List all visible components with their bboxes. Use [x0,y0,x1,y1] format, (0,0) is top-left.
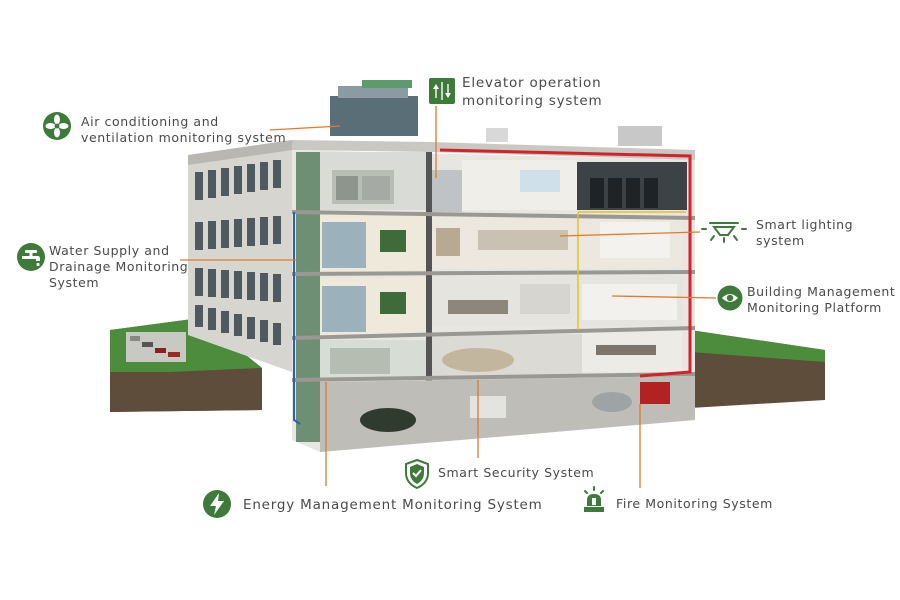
ground-right [690,330,825,408]
label-line: Elevator operation [462,75,602,91]
label-line: system [756,233,805,248]
label-line: ventilation monitoring system [81,130,287,145]
fan-icon [43,112,71,140]
label-line: Fire Monitoring System [616,496,773,511]
leader-lines [180,106,717,488]
label-security-system: Smart Security System [438,465,594,481]
label-bms-platform: Building Management Monitoring Platform [747,284,895,316]
label-line: Air conditioning and [81,114,219,129]
label-lighting-system: Smart lighting system [756,217,853,249]
left-wing [188,140,292,372]
label-line: Smart lighting [756,217,854,232]
faucet-icon [17,243,45,271]
ceiling-lamp-icon [701,222,747,243]
elevator-icon [429,78,455,104]
leader-hvac [269,125,341,131]
label-line: Building Management [747,284,896,299]
leader-lighting [559,231,701,237]
label-line: System [49,275,100,290]
lightning-icon [203,490,231,518]
label-water-system: Water Supply and Drainage Monitoring Sys… [49,243,188,291]
label-line: Drainage Monitoring [49,259,189,274]
label-line: Monitoring Platform [747,300,882,315]
label-fire-system: Fire Monitoring System [616,496,773,512]
roof-equipment [330,80,662,146]
main-building [292,140,695,452]
label-energy-system: Energy Management Monitoring System [243,496,543,514]
label-hvac-system: Air conditioning and ventilation monitor… [81,114,286,146]
label-line: Water Supply and [49,243,170,258]
label-line: Energy Management Monitoring System [243,497,543,513]
label-line: Smart Security System [438,465,595,480]
security-shield-icon [405,459,429,489]
fire-alarm-icon [584,486,604,512]
eye-icon [717,285,743,311]
label-line: monitoring system [462,93,603,109]
leader-bms [611,295,717,299]
label-elevator-system: Elevator operation monitoring system [462,74,602,110]
